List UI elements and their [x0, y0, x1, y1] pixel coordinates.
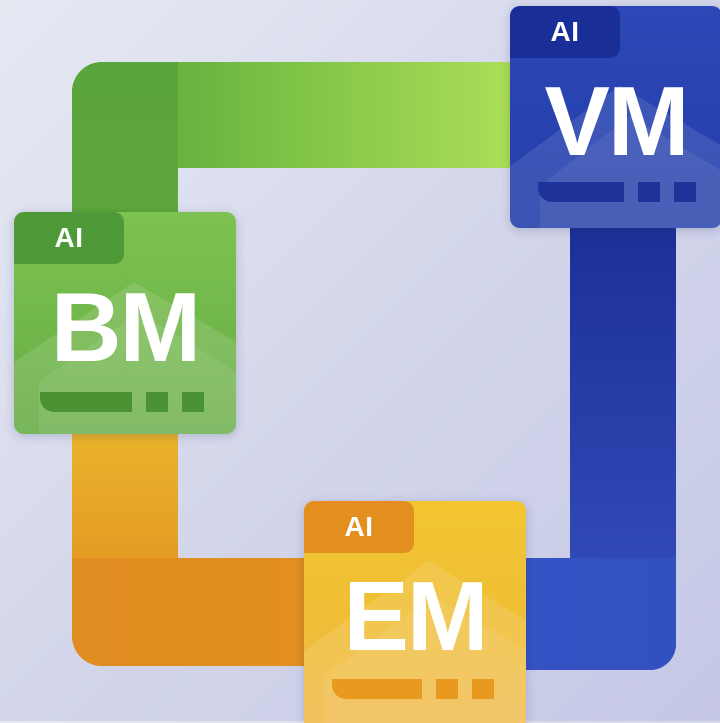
bm-code-label: BM — [50, 272, 201, 382]
em-tile: AI EM — [304, 501, 526, 723]
orange-connector-bottom — [72, 558, 332, 666]
vm-tile: AI VM — [510, 6, 720, 228]
blue-connector-bottom — [520, 558, 676, 670]
em-footer-dot-2 — [472, 679, 494, 699]
bm-footer-dot-1 — [146, 392, 168, 412]
bm-ai-badge: AI — [14, 212, 124, 264]
bm-footer-dot-2 — [182, 392, 204, 412]
bm-footer-bar — [40, 392, 132, 412]
vm-ai-badge: AI — [510, 6, 620, 58]
vm-footer-bar — [538, 182, 624, 202]
vm-footer-dot-2 — [674, 182, 696, 202]
em-footer-bar — [332, 679, 422, 699]
em-footer-dot-1 — [436, 679, 458, 699]
vm-code-label: VM — [544, 66, 690, 176]
em-code-label: EM — [343, 561, 489, 671]
bm-tile: AI BM — [14, 212, 236, 434]
vm-footer-dot-1 — [638, 182, 660, 202]
em-ai-badge: AI — [304, 501, 414, 553]
green-connector-left — [72, 62, 178, 232]
